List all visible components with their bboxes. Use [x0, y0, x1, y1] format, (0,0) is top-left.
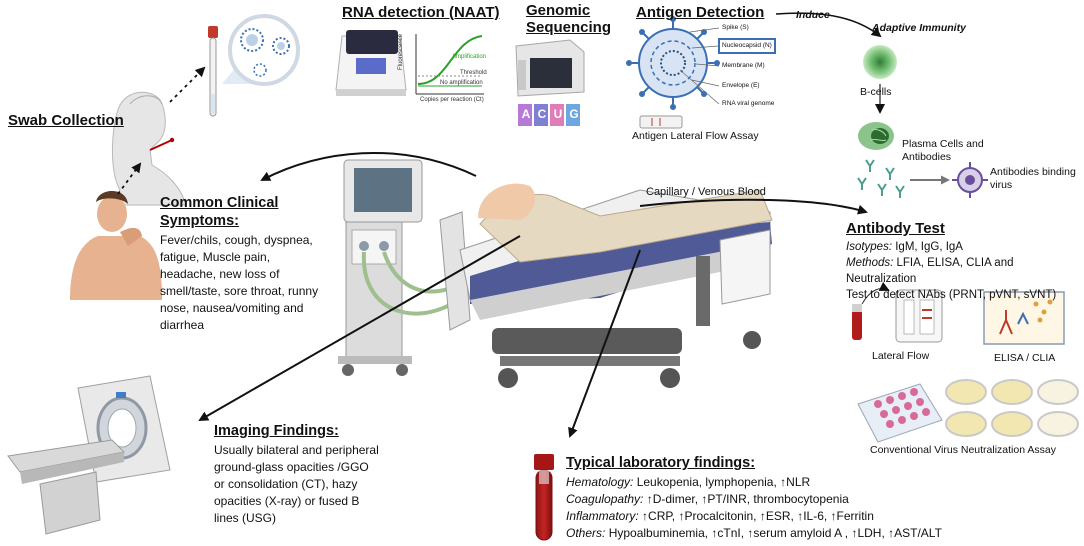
- genomic-sequencing-title: Genomic Sequencing: [526, 2, 612, 36]
- lateral-flow-label: Lateral Flow: [872, 350, 930, 362]
- hospital-bed-patient-icon: [439, 183, 773, 388]
- antibody-icon: [857, 159, 905, 198]
- antigen-label-envelope: Envelope (E): [722, 82, 760, 89]
- lab-row-others: Others: Hypoalbuminemia, ↑cTnI, ↑serum a…: [566, 526, 942, 540]
- capillary-venous-blood-label: Capillary / Venous Blood: [646, 186, 766, 198]
- sequencer-icon: [515, 39, 585, 97]
- neutralization-plates-icon: [857, 379, 1079, 443]
- virus-structure-icon: [626, 16, 776, 129]
- adaptive-immunity-title: Adaptive Immunity: [872, 22, 966, 34]
- coughing-person-icon: [70, 191, 162, 300]
- lab-findings-title: Typical laboratory findings:: [566, 455, 756, 471]
- antigen-label-nucleocapsid: Nucleocapsid (N): [722, 42, 772, 49]
- amplification-graph: [415, 34, 484, 95]
- imaging-findings-text: Usually bilateral and peripheral ground-…: [214, 443, 379, 525]
- swab-collection-title: Swab Collection: [8, 112, 124, 129]
- symptoms-text: Fever/chils, cough, dyspnea, fatigue, Mu…: [160, 233, 319, 332]
- antibody-test-text: Isotypes: IgM, IgG, IgA Methods: LFIA, E…: [846, 241, 1057, 301]
- induce-label: Induce: [796, 9, 830, 21]
- graph-xlabel: Copies per reaction (Ct): [420, 97, 484, 103]
- blood-tube-icon: [534, 454, 554, 541]
- symptoms-title: Common Clinical Symptoms:: [160, 195, 279, 229]
- antigen-label-spike: Spike (S): [722, 24, 749, 31]
- swab-person-icon: [109, 91, 187, 206]
- plasma-cell-icon: [858, 122, 894, 150]
- graph-amplification-label: Amplification: [452, 54, 487, 60]
- antibody-virus-icon: [952, 162, 988, 198]
- b-cell-icon: [863, 45, 897, 79]
- lab-row-hematology: Hematology: Leukopenia, lymphopenia, ↑NL…: [566, 475, 811, 489]
- graph-threshold-label: Threshold: [460, 70, 487, 76]
- plasma-cells-label: Plasma Cells and Antibodies: [902, 138, 984, 163]
- antibody-test-title: Antibody Test: [846, 220, 945, 237]
- pcr-machine-icon: [335, 30, 407, 96]
- graph-ylabel: Fluorescence: [398, 33, 404, 70]
- antigen-label-rna-genome: RNA viral genome: [722, 100, 775, 107]
- conventional-neutralization-label: Conventional Virus Neutralization Assay: [870, 444, 1056, 456]
- ventilator-icon: [338, 159, 502, 376]
- lab-row-coagulopathy: Coagulopathy: ↑D-dimer, ↑PT/INR, thrombo…: [566, 492, 849, 506]
- swab-tube-icon: [208, 26, 218, 117]
- ct-scanner-icon: [7, 375, 171, 535]
- antigen-label-membrane: Membrane (M): [722, 62, 765, 69]
- lateral-flow-icon: [852, 281, 943, 343]
- lab-findings-text: Hematology: Leukopenia, lymphopenia, ↑NL…: [566, 474, 942, 542]
- imaging-findings-title: Imaging Findings:: [214, 423, 339, 439]
- elisa-plate-icon: [983, 291, 1065, 345]
- rna-bases-labels: A C U G: [521, 107, 579, 121]
- elisa-clia-label: ELISA / CLIA: [994, 352, 1056, 364]
- rna-detection-title: RNA detection (NAAT): [342, 4, 500, 21]
- graph-no-amplification-label: No amplification: [440, 80, 483, 86]
- rna-bases: [518, 104, 580, 126]
- antigen-detection-title: Antigen Detection: [636, 4, 765, 21]
- virus-magnifier-icon: [222, 14, 300, 86]
- lab-row-inflammatory: Inflammatory: ↑CRP, ↑Procalcitonin, ↑ESR…: [566, 509, 874, 523]
- antibodies-binding-label: Antibodies binding virus: [990, 166, 1076, 191]
- b-cells-label: B-cells: [860, 86, 892, 98]
- antigen-lateral-flow-label: Antigen Lateral Flow Assay: [632, 130, 759, 142]
